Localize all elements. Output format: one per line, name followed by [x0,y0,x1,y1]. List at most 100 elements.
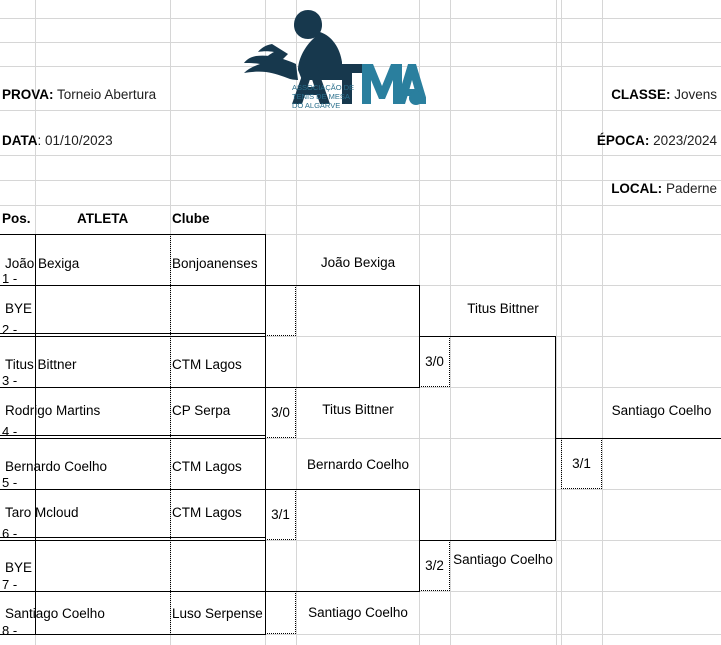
gridline-vertical [450,0,451,645]
gridline-horizontal [0,180,721,181]
classe-label: CLASSE: [611,87,671,102]
final-connector [555,438,721,439]
r2-winner-name: Bernardo Coelho [306,457,410,472]
prova-row: PROVA: Torneio Abertura [2,88,156,102]
gridline-vertical [561,0,562,645]
r1-divider [170,336,171,439]
r1-rule [0,537,265,538]
r1-club-name: CTM Lagos [172,505,242,520]
logo-subtitle-line-3: DO ALGARVE [292,101,340,110]
r1-club-name: Luso Serpense [172,606,263,621]
position-number: 2 - [2,322,18,337]
column-header-pos: Pos. [2,211,31,226]
r1-athlete-name: Taro Mcloud [5,505,79,520]
classe-value: Jovens [674,87,717,102]
r1-rule [0,591,265,592]
position-number: 4 - [2,424,18,439]
column-header-clube: Clube [172,211,210,226]
r2-winner-name: Titus Bittner [322,402,394,417]
r1-athlete-name: Rodrigo Martins [5,403,101,418]
r2-connector-top [265,489,420,490]
champion-name: Santiago Coelho [611,403,712,418]
r2-winner-name: Santiago Coelho [308,605,408,620]
r1-rule [0,438,265,439]
data-label: DATA [2,133,38,148]
r3-connector-top [419,336,556,337]
r1-divider [170,438,171,541]
r1-rule [0,634,265,635]
column-header-atleta: ATLETA [77,211,129,226]
position-number: 3 - [2,373,18,388]
position-number: 8 - [2,623,18,638]
position-number: 7 - [2,577,18,592]
r3-winner-name: Titus Bittner [467,301,539,316]
r1-rule [0,234,265,235]
r1-divider [170,540,171,635]
r1-athlete-name: Bernardo Coelho [5,459,108,474]
r1-rule [0,336,265,337]
prova-label: PROVA: [2,87,54,102]
r3-score-cell: 3/0 [419,336,450,387]
r1-rule [0,333,265,334]
r2-score-cell [265,285,296,336]
position-number: 6 - [2,526,18,541]
gridline-horizontal [0,438,721,439]
r2-score-cell [265,591,296,634]
r3-connector-bottom [419,540,556,541]
gridline-horizontal [0,336,721,337]
r3-winner-name: Santiago Coelho [453,552,553,567]
epoca-label: ÉPOCA: [596,133,650,148]
data-value: 01/10/2023 [45,133,113,148]
r2-connector-top [265,285,420,286]
r1-rule [0,285,265,286]
prova-value: Torneio Abertura [57,87,157,102]
logo-subtitle-line-1: ASSOCIAÇÃO DE [292,83,354,92]
r2-connector-bottom [265,591,420,592]
r1-club-name: CTM Lagos [172,459,242,474]
local-row: LOCAL: Paderne [611,182,717,196]
r1-club-name: CP Serpa [172,403,231,418]
data-row: DATA: 01/10/2023 [2,134,113,148]
r1-edge-right [265,540,266,635]
r1-edge-left [35,336,36,439]
gridline-vertical [296,0,297,645]
gridline-horizontal [0,205,721,206]
r1-edge-left [35,234,36,337]
gridline-horizontal [0,18,721,19]
position-number: 1 - [2,271,18,286]
r1-athlete-name: BYE [5,301,33,316]
r1-rule [0,540,265,541]
gridline-horizontal [0,42,721,43]
epoca-row: ÉPOCA: 2023/2024 [597,134,717,148]
r1-athlete-name: BYE [5,560,33,575]
logo-subtitle-line-2: TENIS DE MESA [292,92,350,101]
r1-athlete-name: Titus Bittner [5,357,77,372]
epoca-value: 2023/2024 [653,133,717,148]
r1-rule [0,489,265,490]
gridline-horizontal [0,634,721,635]
classe-row: CLASSE: Jovens [611,88,717,102]
r2-score-cell: 3/1 [265,489,296,540]
data-separator: : [37,133,42,148]
r1-club-name: Bonjoanenses [172,256,258,271]
r1-edge-left [35,540,36,635]
gridline-horizontal [0,234,721,235]
r1-athlete-name: João Bexiga [5,256,80,271]
gridline-horizontal [0,155,721,156]
r3-score-cell: 3/2 [419,540,450,591]
r2-score-cell: 3/0 [265,387,296,438]
r1-athlete-name: Santiago Coelho [5,606,105,621]
gridline-vertical [602,0,603,645]
atma-logo: ASSOCIAÇÃO DE TENIS DE MESA DO ALGARVE [236,6,426,110]
gridline-vertical [556,0,557,645]
r1-rule [0,387,265,388]
r2-connector-bottom [265,387,420,388]
gridline-horizontal [0,540,721,541]
local-label: LOCAL: [611,181,663,196]
final-score-cell: 3/1 [561,438,602,489]
r1-rule [0,435,265,436]
gridline-horizontal [0,110,721,111]
r1-edge-left [35,438,36,541]
r1-divider [170,234,171,337]
